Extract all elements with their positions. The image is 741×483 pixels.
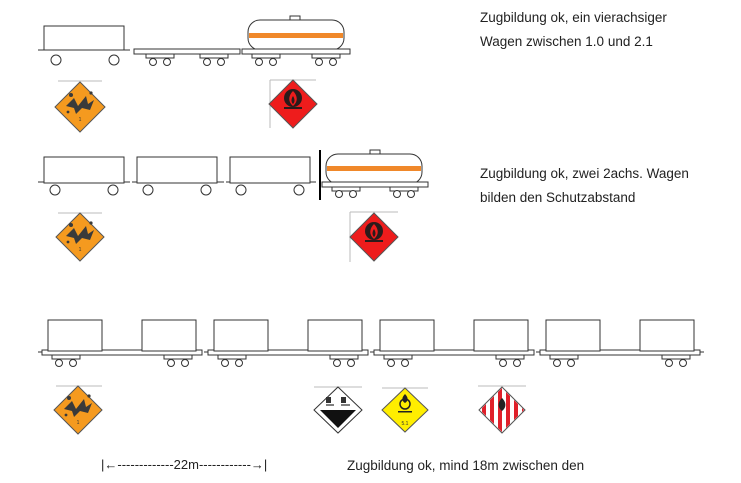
tank-wagon: [241, 15, 351, 66]
row-3-train: [38, 319, 704, 367]
two-axle-wagon: [38, 25, 130, 66]
row-1-train: [38, 15, 351, 66]
container-flat-wagon: [536, 319, 704, 367]
row-1-caption-line-1: Zugbildung ok, ein vierachsiger: [480, 10, 667, 25]
two-axle-wagon: [132, 156, 224, 196]
container-flat-wagon: [370, 319, 535, 367]
row-1-caption: Zugbildung ok, ein vierachsiger Wagen zw…: [480, 6, 667, 54]
four-axle-flat-wagon: [133, 48, 241, 66]
row-1-caption-line-2: Wagen zwischen 1.0 und 2.1: [480, 34, 653, 49]
distance-label: |←-------------22m------------→|: [101, 457, 268, 472]
explosive-placard-icon: [53, 385, 103, 435]
row-2-train: [38, 149, 429, 200]
row-2-caption-line-2: bilden den Schutzabstand: [480, 190, 636, 205]
explosive-placard-icon: [55, 212, 105, 262]
two-axle-wagon: [226, 156, 316, 196]
oxidizer-placard-icon: 5.1: [381, 387, 429, 433]
two-axle-wagon: [38, 156, 130, 196]
row-3-caption: Zugbildung ok, mind 18m zwischen den: [347, 454, 584, 478]
container-flat-wagon: [38, 319, 203, 367]
row-3-caption-line-1: Zugbildung ok, mind 18m zwischen den: [347, 458, 585, 473]
flammable-solid-placard-icon: [478, 385, 526, 434]
tank-wagon: [321, 149, 429, 198]
corrosive-placard-icon: [313, 386, 363, 434]
container-flat-wagon: [204, 319, 369, 367]
flammable-liquid-placard-icon: [349, 211, 399, 262]
row-2-caption: Zugbildung ok, zwei 2achs. Wagen bilden …: [480, 162, 689, 210]
svg-text:5.1: 5.1: [402, 421, 409, 427]
row-2-caption-line-1: Zugbildung ok, zwei 2achs. Wagen: [480, 166, 689, 181]
explosive-placard-icon: [54, 80, 106, 133]
flammable-liquid-placard-icon: [268, 79, 318, 129]
